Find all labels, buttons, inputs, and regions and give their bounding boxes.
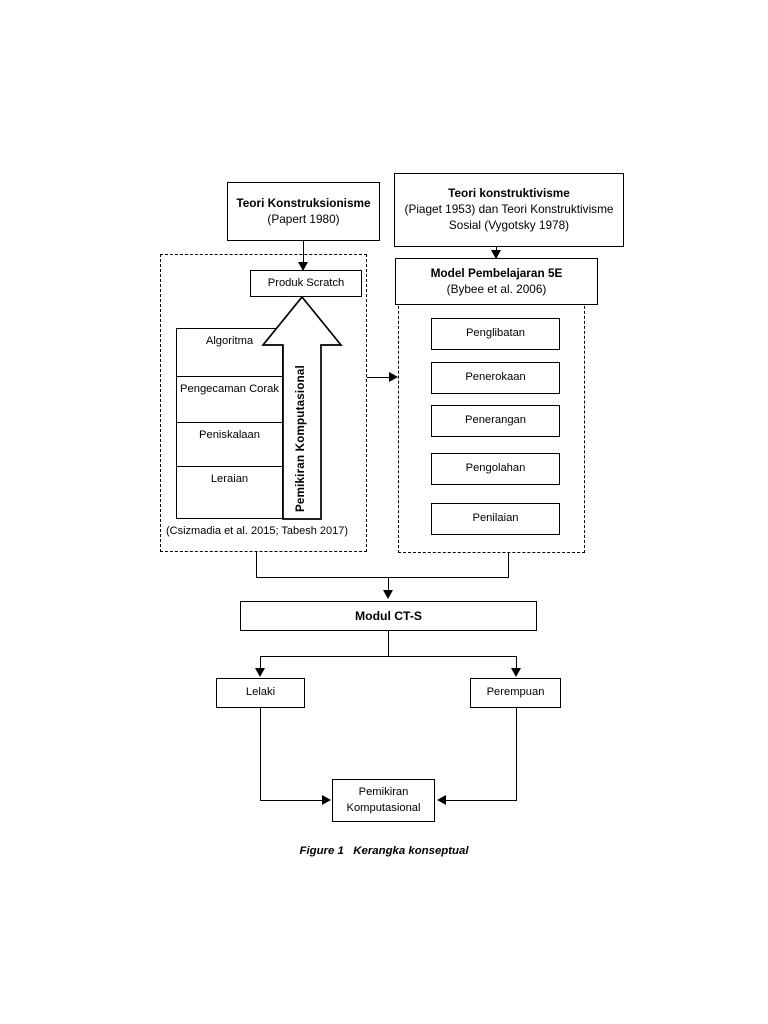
theory-line-vygotsky: Sosial (Vygotsky 1978) (448, 217, 570, 232)
produk-scratch-label: Produk Scratch (267, 276, 345, 289)
phase-box-penerokaan: Penerokaan (431, 362, 560, 394)
theory-line-piaget: (Piaget 1953) dan Teori Konstruktivisme (404, 202, 614, 217)
arrowhead-to-model-5e (491, 250, 501, 259)
result-line-1: Pemikiran (358, 786, 409, 799)
arrowhead-lelaki-to-result (322, 795, 331, 805)
result-line-2: Komputasional (346, 801, 421, 814)
arrowhead-to-modul-ct-s (383, 590, 393, 599)
connector-perempuan-down (516, 708, 517, 801)
theory-title-konstruktivisme: Teori konstruktivisme (448, 186, 570, 201)
ct-skill-cell: Peniskalaan (177, 423, 282, 467)
connector-to-perempuan (516, 656, 517, 672)
phase-label: Penglibatan (465, 327, 526, 340)
phase-label: Pengolahan (465, 462, 526, 475)
model-5e-citation: (Bybee et al. 2006) (446, 281, 547, 296)
group-label: Lelaki (245, 686, 276, 699)
arrowhead-left-to-right-group (389, 372, 398, 382)
connector-right-group-down (508, 553, 509, 578)
connector-lelaki-down (260, 708, 261, 801)
merge-bracket-bar (256, 577, 509, 578)
phase-label: Penerokaan (465, 371, 526, 384)
arrowhead-perempuan-to-result (437, 795, 446, 805)
connector-to-lelaki (260, 656, 261, 672)
connector-left-group-down (256, 552, 257, 578)
model-5e-title: Model Pembelajaran 5E (430, 265, 563, 280)
modul-ct-s-label: Modul CT-S (354, 608, 423, 623)
connector-left-to-right-group (367, 377, 393, 378)
produk-scratch-box: Produk Scratch (250, 270, 362, 297)
model-5e-box: Model Pembelajaran 5E (Bybee et al. 2006… (395, 258, 598, 305)
arrowhead-to-lelaki (255, 668, 265, 677)
phase-box-penilaian: Penilaian (431, 503, 560, 535)
figure-caption: Figure 1 Kerangka konseptual (299, 845, 469, 857)
left-group-citation: (Csizmadia et al. 2015; Tabesh 2017) (166, 525, 349, 537)
arrowhead-to-produk-scratch (298, 262, 308, 271)
connector-lelaki-to-result (260, 800, 323, 801)
connector-bracket-to-modul (388, 577, 389, 595)
group-label: Perempuan (486, 686, 545, 699)
connector-perempuan-to-result (445, 800, 517, 801)
phase-label: Penerangan (465, 414, 526, 427)
ct-skill-label: Algoritma (205, 335, 254, 347)
theory-citation-konstruksionisme: (Papert 1980) (267, 211, 340, 226)
split-bar-gender (260, 656, 516, 657)
left-dashed-group (160, 254, 367, 552)
group-box-lelaki: Lelaki (216, 678, 305, 708)
ct-skills-stack: Algoritma Pengecaman Corak Peniskalaan L… (176, 328, 283, 519)
connector-modul-down (388, 631, 389, 657)
connector-konstruksionisme-to-scratch (303, 241, 304, 268)
phase-label: Penilaian (472, 512, 519, 525)
modul-ct-s-box: Modul CT-S (240, 601, 537, 631)
phase-box-pengolahan: Pengolahan (431, 453, 560, 485)
ct-skill-cell: Algoritma (177, 329, 282, 377)
phase-box-penerangan: Penerangan (431, 405, 560, 437)
group-box-perempuan: Perempuan (470, 678, 561, 708)
arrowhead-to-perempuan (511, 668, 521, 677)
pemikiran-komputasional-arrow-label: Pemikiran Komputasional (294, 365, 307, 512)
ct-skill-cell: Leraian (177, 467, 282, 518)
ct-skill-label: Peniskalaan (199, 429, 260, 442)
theory-title-konstruksionisme: Teori Konstruksionisme (236, 195, 371, 210)
theory-box-konstruktivisme: Teori konstruktivisme (Piaget 1953) dan … (394, 173, 624, 247)
phase-box-penglibatan: Penglibatan (431, 318, 560, 350)
theory-box-konstruksionisme: Teori Konstruksionisme (Papert 1980) (227, 182, 380, 241)
ct-skill-cell: Pengecaman Corak (177, 377, 282, 424)
result-box-pemikiran-komputasional: Pemikiran Komputasional (332, 779, 435, 822)
ct-skill-label: Leraian (210, 472, 249, 485)
ct-skill-label: Pengecaman Corak (180, 382, 279, 395)
